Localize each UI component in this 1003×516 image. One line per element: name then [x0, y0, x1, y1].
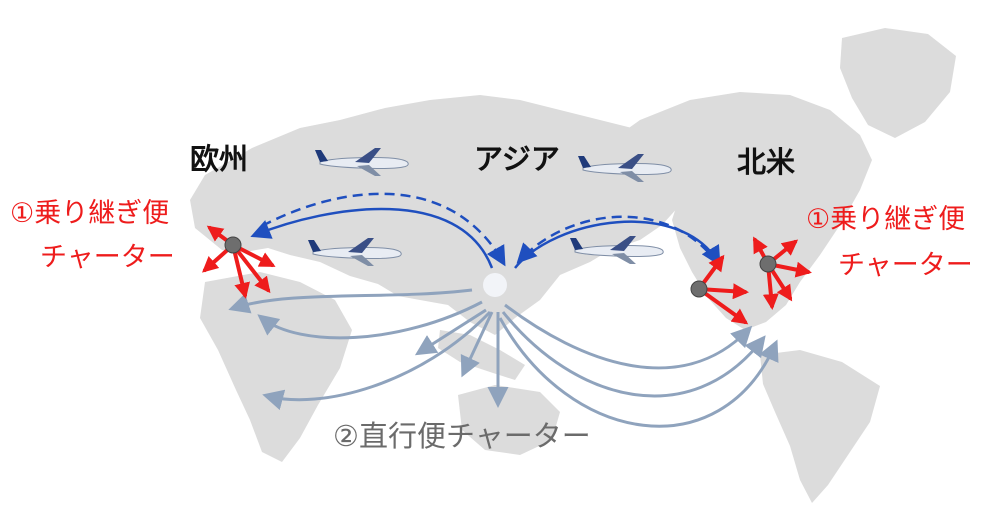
- landmass-southeast-asia: [438, 330, 525, 380]
- region-label-asia: アジア: [474, 142, 560, 176]
- region-label-north-america: 北米: [737, 145, 796, 179]
- route-europe-to-asia-dashed: [261, 192, 506, 267]
- asia-hub-glow: [483, 273, 507, 297]
- airplanes: [308, 148, 672, 266]
- direct-route-india: [414, 308, 487, 356]
- airplane-icon: [570, 236, 664, 264]
- gray-routes: [228, 288, 779, 428]
- landmass-australia: [458, 385, 560, 455]
- direct-charter-label: ②直行便チャーター: [333, 419, 591, 453]
- direct-route-europe-upper: [228, 288, 473, 314]
- airplane-icon: [578, 154, 672, 182]
- direct-route-north-america-lower: [498, 317, 779, 428]
- west-coast-connection-arrow: [697, 287, 749, 325]
- left-transfer-label-line2: チャーター: [40, 242, 175, 273]
- west-coast-hub-dot-icon: [690, 280, 708, 298]
- airplane-icon: [308, 238, 402, 266]
- right-transfer-label-line2: チャーター: [838, 250, 973, 281]
- blue-routes: [250, 192, 721, 269]
- direct-route-north-america-upper: [504, 303, 753, 370]
- europe-hub-dot-icon: [224, 236, 242, 254]
- hubs: [224, 236, 777, 298]
- direct-route-africa: [262, 310, 492, 411]
- airplane-icon: [315, 148, 409, 176]
- left-transfer-label-line1: ①乗り継ぎ便: [10, 198, 170, 229]
- region-label-europe: 欧州: [190, 142, 249, 176]
- direct-route-europe-mid: [257, 300, 483, 340]
- east-coast-hub-dot-icon: [759, 255, 777, 273]
- landmass-south-america: [760, 350, 880, 503]
- direct-route-southeast-asia: [460, 311, 494, 378]
- route-north-america-to-asia-dashed: [516, 215, 709, 264]
- direct-route-north-america-mid: [501, 311, 766, 398]
- europe-connection-arrow: [231, 243, 250, 299]
- right-transfer-label-line1: ①乗り継ぎ便: [806, 204, 966, 235]
- landmass-greenland: [840, 28, 956, 138]
- landmass-eurasia: [190, 95, 690, 335]
- landmass-africa: [200, 272, 352, 462]
- route-asia-to-europe: [250, 207, 494, 269]
- europe-connection-arrow: [231, 243, 271, 294]
